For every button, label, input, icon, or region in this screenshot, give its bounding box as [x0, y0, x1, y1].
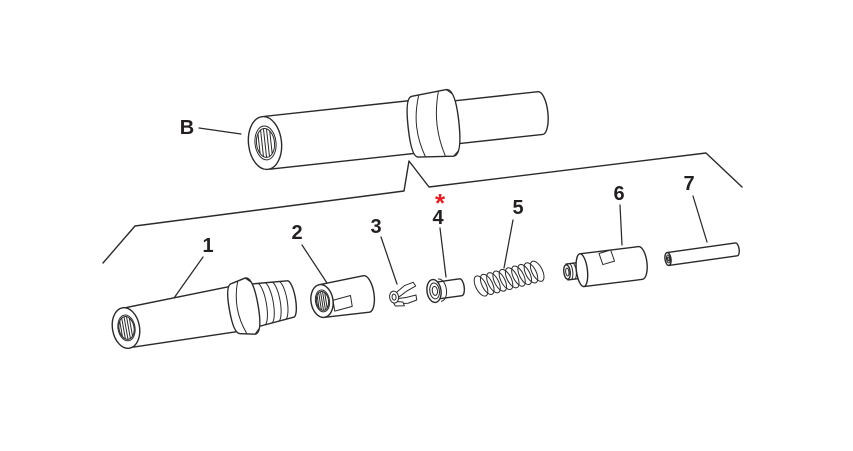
- callout-leaders: [173, 195, 708, 299]
- highlight-asterisk: *: [435, 188, 446, 218]
- part1-tube-body: [121, 284, 245, 349]
- spring-coil: [517, 263, 533, 286]
- end-face-ring: [254, 125, 277, 161]
- callout-7-label: 7: [683, 173, 694, 195]
- part2-tab: [332, 294, 353, 312]
- spring-coil: [504, 267, 520, 289]
- assembled-tube-drawing: [247, 88, 549, 171]
- spring-coil: [523, 262, 539, 284]
- callout-b-label: B: [180, 117, 194, 139]
- part1-thread-crest: [256, 283, 268, 326]
- part4-face-ring: [429, 282, 440, 300]
- threaded-bore-hatch: [256, 127, 274, 159]
- callout-3-leader: [380, 236, 398, 285]
- exploded-view-bracket: [102, 152, 743, 264]
- hex-nut-chamfer: [445, 89, 453, 95]
- part1-hex-chamfer: [254, 328, 260, 335]
- part6-notch: [598, 249, 616, 266]
- threaded-bore-outline: [255, 127, 276, 158]
- part7-rod: [666, 242, 740, 267]
- part1-tube-fitting-drawing: [111, 277, 298, 350]
- part3-hub-hole: [391, 293, 397, 301]
- hex-nut-facet-line: [435, 90, 447, 157]
- callout-b-leader: [198, 127, 242, 135]
- part7-hole: [665, 254, 671, 264]
- spring-coil: [479, 273, 495, 295]
- callout-6-leader: [619, 204, 623, 246]
- part4-flange-back-edge: [437, 278, 448, 302]
- part7-hole-inner: [667, 256, 670, 262]
- part2-bore-outline: [315, 290, 330, 311]
- part6-body: [579, 245, 648, 288]
- part1-thread-crest: [263, 282, 275, 324]
- part1-hex-chamfer: [244, 277, 251, 283]
- callout-4-leader: [439, 227, 447, 278]
- part6-threaded-body-drawing: [563, 245, 648, 288]
- hex-nut-facet-line: [415, 94, 426, 158]
- callout-5-label: 5: [512, 197, 523, 219]
- spring-coil: [486, 272, 501, 294]
- callout-6-label: 6: [613, 183, 624, 205]
- callout-4-label: 4: [432, 207, 444, 229]
- part3-clip-drawing: [389, 281, 418, 307]
- callout-2-leader: [301, 244, 328, 284]
- spring-coil: [473, 275, 489, 297]
- part4-socket: [431, 285, 439, 296]
- spring-coil: [498, 268, 514, 291]
- assembled-tube-hex-nut: [406, 88, 461, 158]
- part1-thread-crest: [277, 280, 289, 321]
- part4-body: [436, 278, 466, 300]
- assembled-tube-left-section: [263, 98, 426, 170]
- spring-coil: [511, 265, 526, 287]
- part6-stud-face-hole: [565, 267, 570, 277]
- part5-spring-drawing: [473, 260, 545, 297]
- callout-3-label: 3: [370, 216, 381, 238]
- part1-hex-facet-line: [235, 280, 248, 335]
- callout-1-label: 1: [202, 235, 213, 257]
- hex-nut-chamfer: [453, 150, 459, 157]
- part7-pin-drawing: [664, 242, 740, 267]
- part1-face-ring: [117, 314, 136, 342]
- part6-stud-thread: [568, 263, 574, 281]
- part3-hub: [389, 290, 400, 304]
- callout-5-leader: [503, 219, 514, 269]
- callout-2-label: 2: [291, 222, 302, 244]
- part2-face-ring: [314, 289, 331, 313]
- part2-sleeve-drawing: [310, 274, 376, 319]
- part1-thread-crest: [270, 281, 282, 322]
- part4-piston-drawing: [426, 278, 466, 304]
- part1-bore-outline: [118, 316, 135, 340]
- assembled-tube-right-section: [452, 91, 549, 145]
- spring-coil: [492, 270, 508, 292]
- spring-coil: [529, 260, 545, 282]
- part6-shoulder: [575, 253, 589, 288]
- callout-7-leader: [692, 195, 708, 243]
- callout-1-leader: [173, 256, 204, 299]
